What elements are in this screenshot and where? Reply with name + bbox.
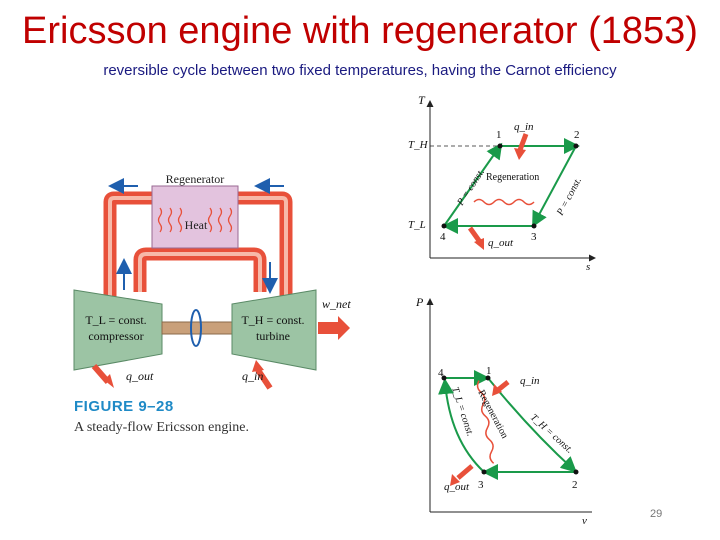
compressor-label: compressor: [88, 329, 143, 343]
pv-label-2: 2: [572, 479, 578, 491]
regenerator-label: Regenerator: [166, 172, 225, 186]
pv-diagram: P v 4 1 2 3 q_in q_out Regeneration T_L …: [415, 295, 592, 527]
inner-pipe-highlight: [138, 252, 262, 292]
slide-number: 29: [650, 508, 663, 520]
pv-axis-x-label: v: [582, 515, 587, 527]
figure-caption: A steady-flow Ericsson engine.: [74, 420, 249, 435]
pv-label-4: 4: [438, 367, 444, 379]
ts-p-const-right: P = const.: [554, 176, 584, 219]
pv-label-3: 3: [478, 479, 484, 491]
pv-q-out-arrow: [456, 464, 474, 480]
ts-line-4-1: [443, 142, 503, 227]
ts-q-in-label: q_in: [514, 121, 534, 133]
ts-point-1: [497, 143, 503, 149]
pv-q-out-label: q_out: [444, 481, 470, 493]
pv-axis-y-label: P: [415, 295, 424, 309]
figure-label: FIGURE 9–28: [74, 398, 174, 415]
inner-pipe: [133, 247, 267, 292]
ts-point-3: [531, 223, 537, 229]
q-out-arrowhead: [104, 374, 114, 388]
rotation-arrow-icon: [190, 309, 202, 347]
slide-title: Ericsson engine with regenerator (1853): [22, 10, 698, 52]
ts-tl-label: T_L: [408, 219, 426, 231]
q-in-label: q_in: [242, 369, 263, 383]
q-out-label: q_out: [126, 369, 154, 383]
ts-label-1: 1: [496, 129, 502, 141]
ts-q-out-arrowhead: [474, 238, 484, 250]
compressor-temp-label: T_L = const.: [85, 313, 146, 327]
turbine-temp-label: T_H = const.: [241, 313, 304, 327]
pv-point-3: [481, 469, 487, 475]
ts-q-in-arrowhead: [514, 148, 526, 160]
ts-p-const-left: P = const.: [455, 167, 487, 208]
shaft: [161, 321, 233, 335]
ts-label-2: 2: [574, 129, 580, 141]
pv-regeneration-wave: [476, 380, 495, 464]
ts-regeneration-label: Regeneration: [486, 172, 539, 183]
pv-tl-const-label: T_L = const.: [449, 386, 475, 438]
pv-label-1: 1: [486, 365, 492, 377]
heat-wavy-arrows: [157, 207, 233, 233]
pv-line-3-4: [438, 378, 485, 473]
compressor-body: [73, 289, 163, 371]
pv-point-4: [441, 375, 447, 381]
ts-diagram: T s T_H T_L 1 2 3 4 q_in q_out Regenerat…: [408, 93, 596, 273]
ts-point-4: [441, 223, 447, 229]
ts-th-label: T_H: [408, 139, 429, 151]
engine-figure: Regenerator Heat T_L = const. compressor…: [73, 172, 351, 390]
ts-axis-y-label: T: [418, 93, 426, 107]
regenerator-box: [151, 185, 239, 249]
slide-subtitle: reversible cycle between two fixed tempe…: [103, 62, 617, 79]
turbine-label: turbine: [256, 329, 290, 343]
q-in-arrowhead: [252, 360, 264, 372]
ts-label-3: 3: [531, 231, 537, 243]
ts-point-2: [573, 143, 579, 149]
ts-label-4: 4: [440, 231, 446, 243]
heat-label: Heat: [185, 218, 208, 232]
ts-axis-x-label: s: [586, 261, 590, 273]
ts-line-2-3: [532, 145, 577, 228]
pv-point-2: [573, 469, 579, 475]
q-in-arrow: [255, 368, 273, 390]
pv-q-out-arrowhead: [450, 474, 460, 486]
ts-q-out-arrow: [467, 226, 483, 244]
pv-q-in-label: q_in: [520, 375, 540, 387]
ts-regeneration-wave: [473, 198, 535, 206]
pv-regeneration-label: Regeneration: [475, 388, 510, 440]
pv-q-in-arrow: [496, 380, 510, 392]
ts-q-in-arrow: [517, 133, 529, 151]
pv-q-in-arrowhead: [492, 384, 502, 396]
turbine-body: [231, 289, 317, 371]
pv-point-1: [485, 375, 491, 381]
ts-q-out-label: q_out: [488, 237, 514, 249]
w-net-arrow: [318, 316, 350, 340]
w-net-label: w_net: [322, 297, 351, 311]
